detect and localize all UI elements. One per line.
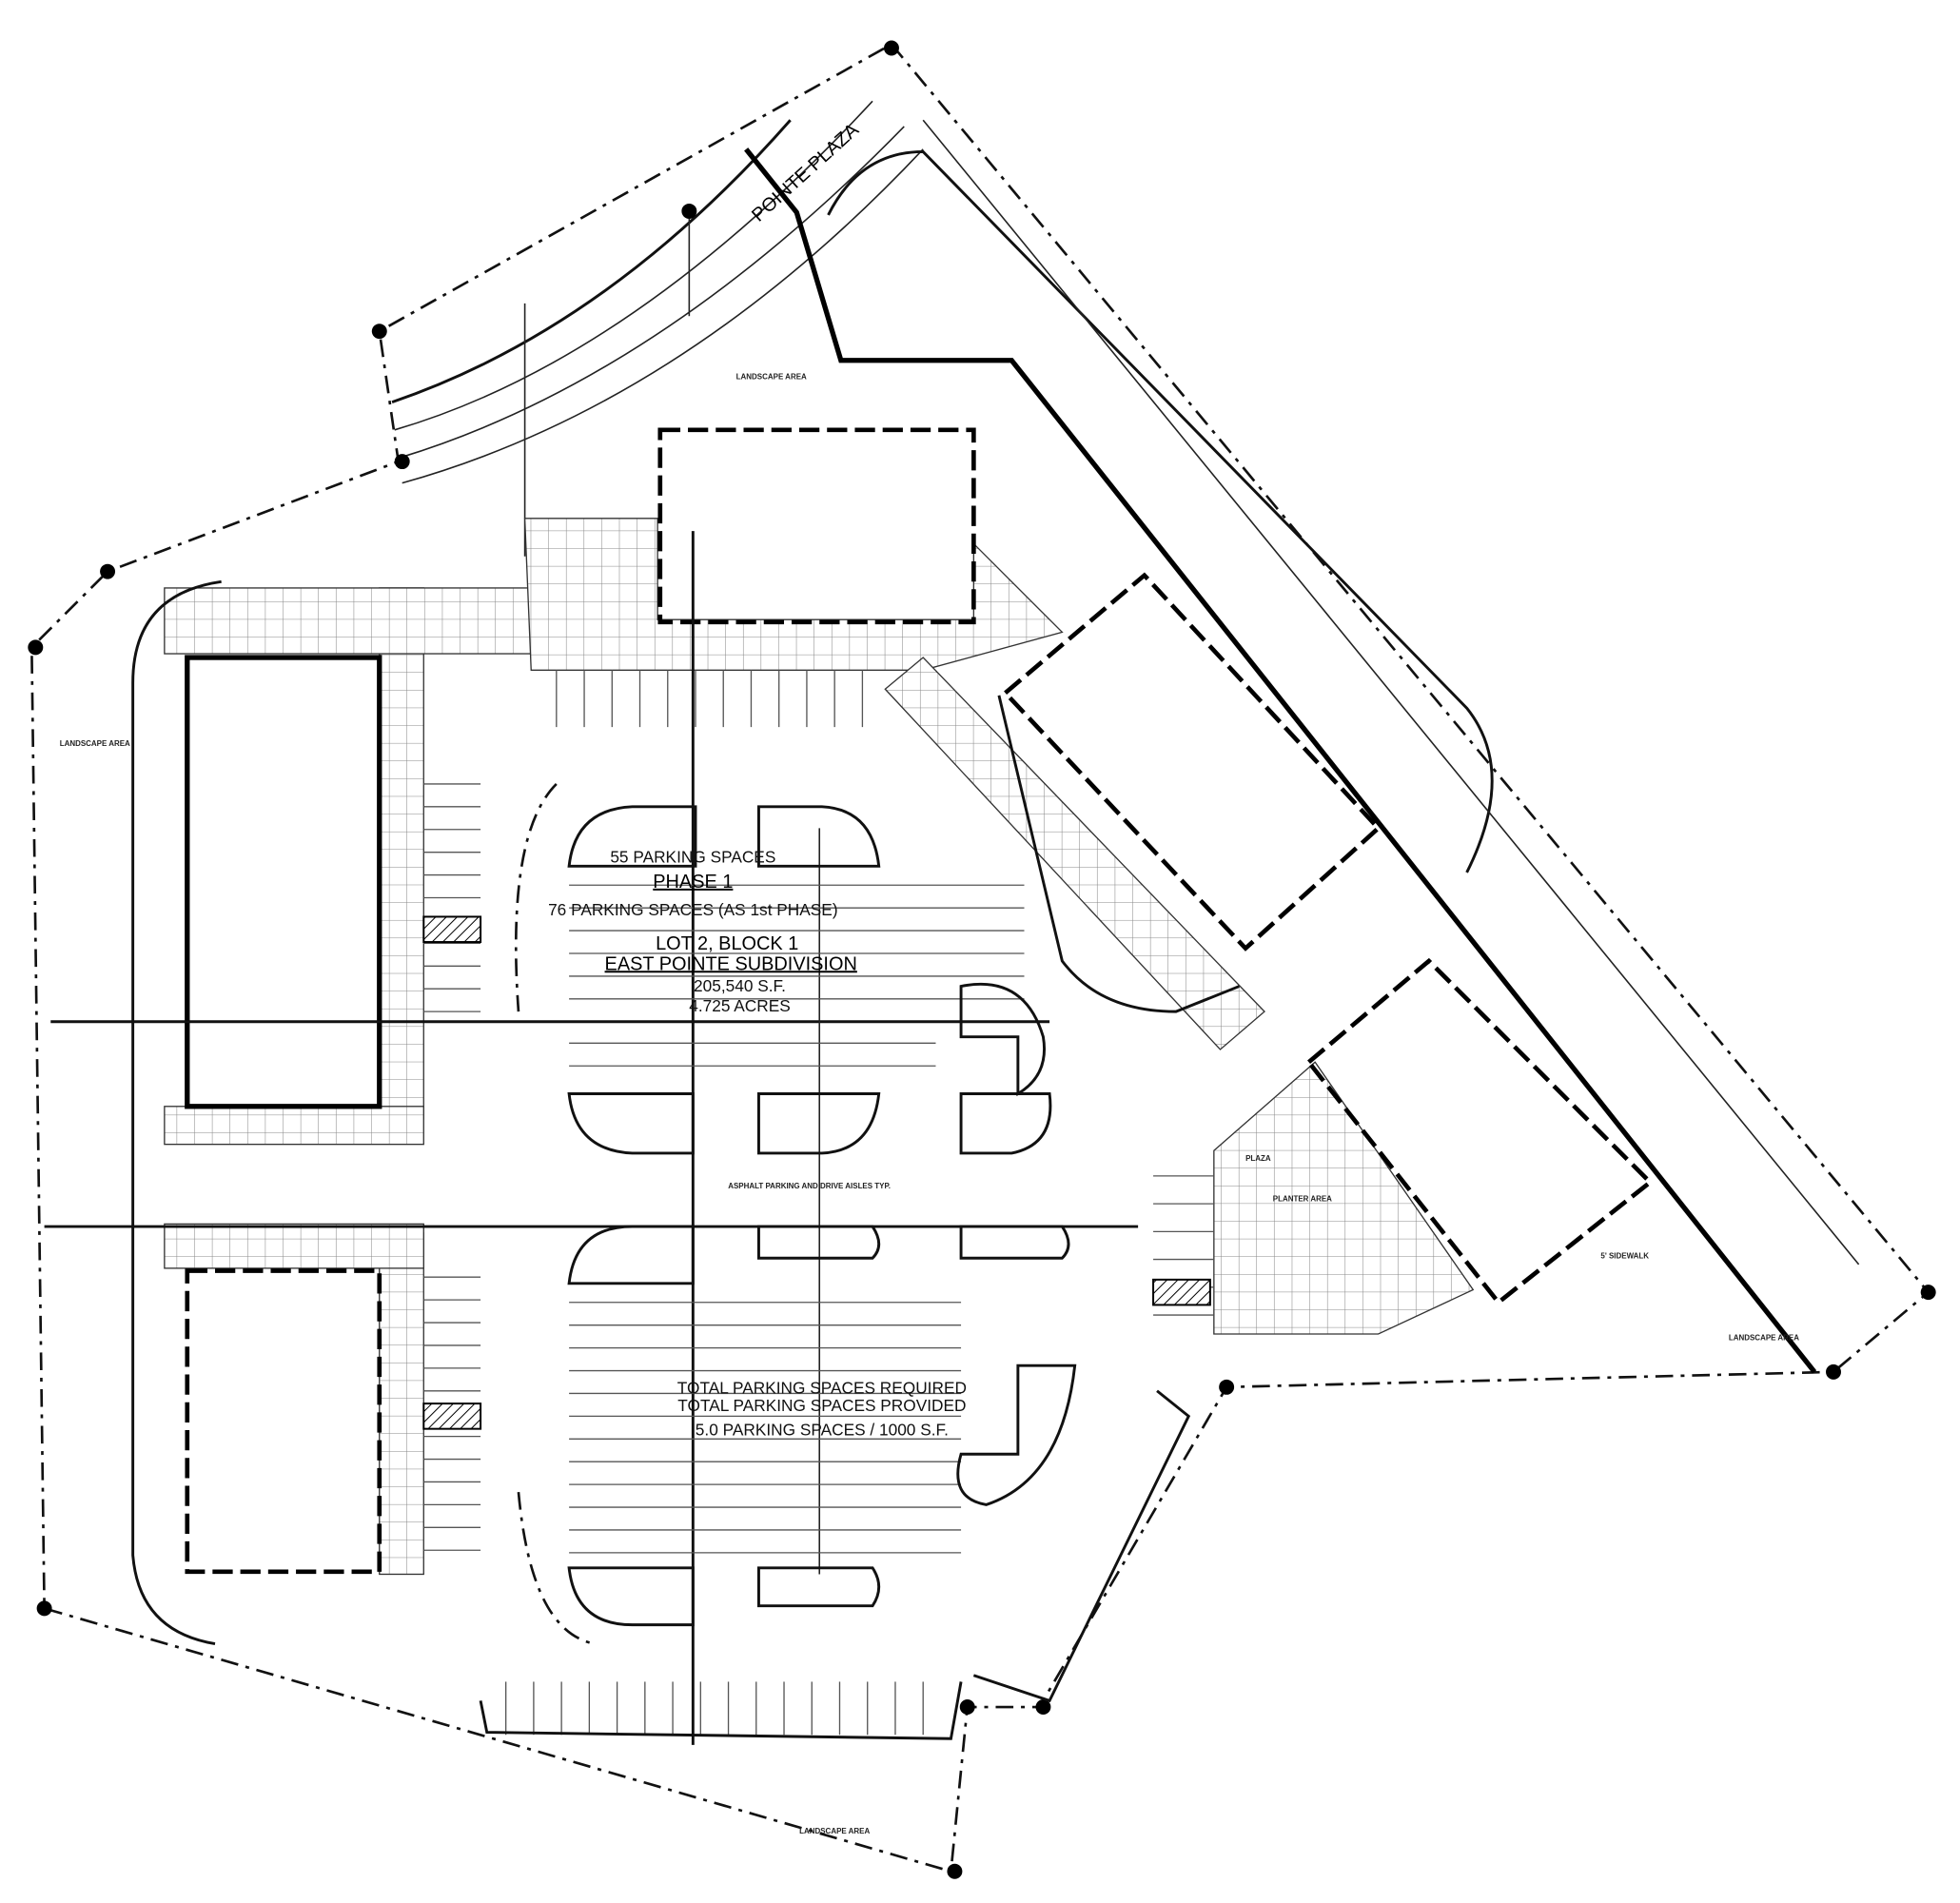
parking-outline bbox=[514, 782, 558, 1012]
sidewalk-north-bottom bbox=[164, 1223, 424, 1269]
building-west-north bbox=[185, 655, 382, 1109]
parking-summary-line: TOTAL PARKING SPACES REQUIRED bbox=[677, 1378, 967, 1397]
parking-summary-line: TOTAL PARKING SPACES PROVIDED bbox=[677, 1396, 966, 1415]
landscape-islands bbox=[567, 805, 1077, 1627]
building-east bbox=[1305, 957, 1654, 1306]
lot-block-label: LOT 2, BLOCK 1 bbox=[656, 933, 798, 954]
accessible-aisle bbox=[1152, 1278, 1211, 1306]
asphalt-label: ASPHALT PARKING AND DRIVE AISLES TYP. bbox=[728, 1182, 891, 1190]
accessible-aisle bbox=[422, 915, 482, 944]
sidewalk-ne-building bbox=[884, 657, 1265, 1050]
plaza-top bbox=[523, 518, 1064, 671]
street-pointe-plaza: POINTE PLAZA bbox=[391, 100, 1860, 1374]
phase-spaces-label: 55 PARKING SPACES bbox=[610, 847, 775, 866]
plaza-label: PLAZA bbox=[1245, 1154, 1271, 1163]
area-acres-label: 4.725 ACRES bbox=[689, 996, 791, 1015]
survey-markers bbox=[28, 40, 1936, 1879]
parking-edge-south bbox=[479, 1681, 963, 1740]
curb-ne bbox=[997, 695, 1240, 1013]
parking-outline bbox=[517, 1491, 595, 1645]
parking-summary-line: 5.0 PARKING SPACES / 1000 S.F. bbox=[696, 1420, 949, 1439]
plaza-east bbox=[1213, 1061, 1475, 1335]
sidewalk-between bbox=[164, 1106, 424, 1146]
building-north bbox=[657, 427, 976, 625]
landscape-label: LANDSCAPE AREA bbox=[736, 373, 807, 382]
accessible-aisle bbox=[422, 1403, 482, 1430]
landscape-label: LANDSCAPE AREA bbox=[60, 739, 130, 748]
area-sf-label: 205,540 S.F. bbox=[694, 976, 786, 995]
phase-label: PHASE 1 bbox=[653, 872, 733, 893]
building-west-south bbox=[185, 1268, 382, 1575]
sidewalk-label: 5' SIDEWALK bbox=[1600, 1251, 1649, 1260]
parking-stalls bbox=[423, 670, 1214, 1736]
landscape-label: LANDSCAPE AREA bbox=[799, 1827, 870, 1835]
sidewalk-west-top bbox=[379, 587, 424, 1120]
parking-edge-se bbox=[972, 1389, 1191, 1703]
building-northeast bbox=[1002, 572, 1382, 952]
planter-label: PLANTER AREA bbox=[1273, 1194, 1332, 1203]
subdivision-label: EAST POINTE SUBDIVISION bbox=[605, 953, 857, 974]
sidewalk-west-bottom bbox=[379, 1232, 424, 1576]
sidewalk-north-top bbox=[164, 587, 532, 655]
phase-note-label: 76 PARKING SPACES (AS 1st PHASE) bbox=[548, 900, 837, 919]
landscape-label: LANDSCAPE AREA bbox=[1729, 1334, 1799, 1343]
property-line bbox=[29, 43, 1931, 1874]
curb-west bbox=[131, 579, 222, 1646]
